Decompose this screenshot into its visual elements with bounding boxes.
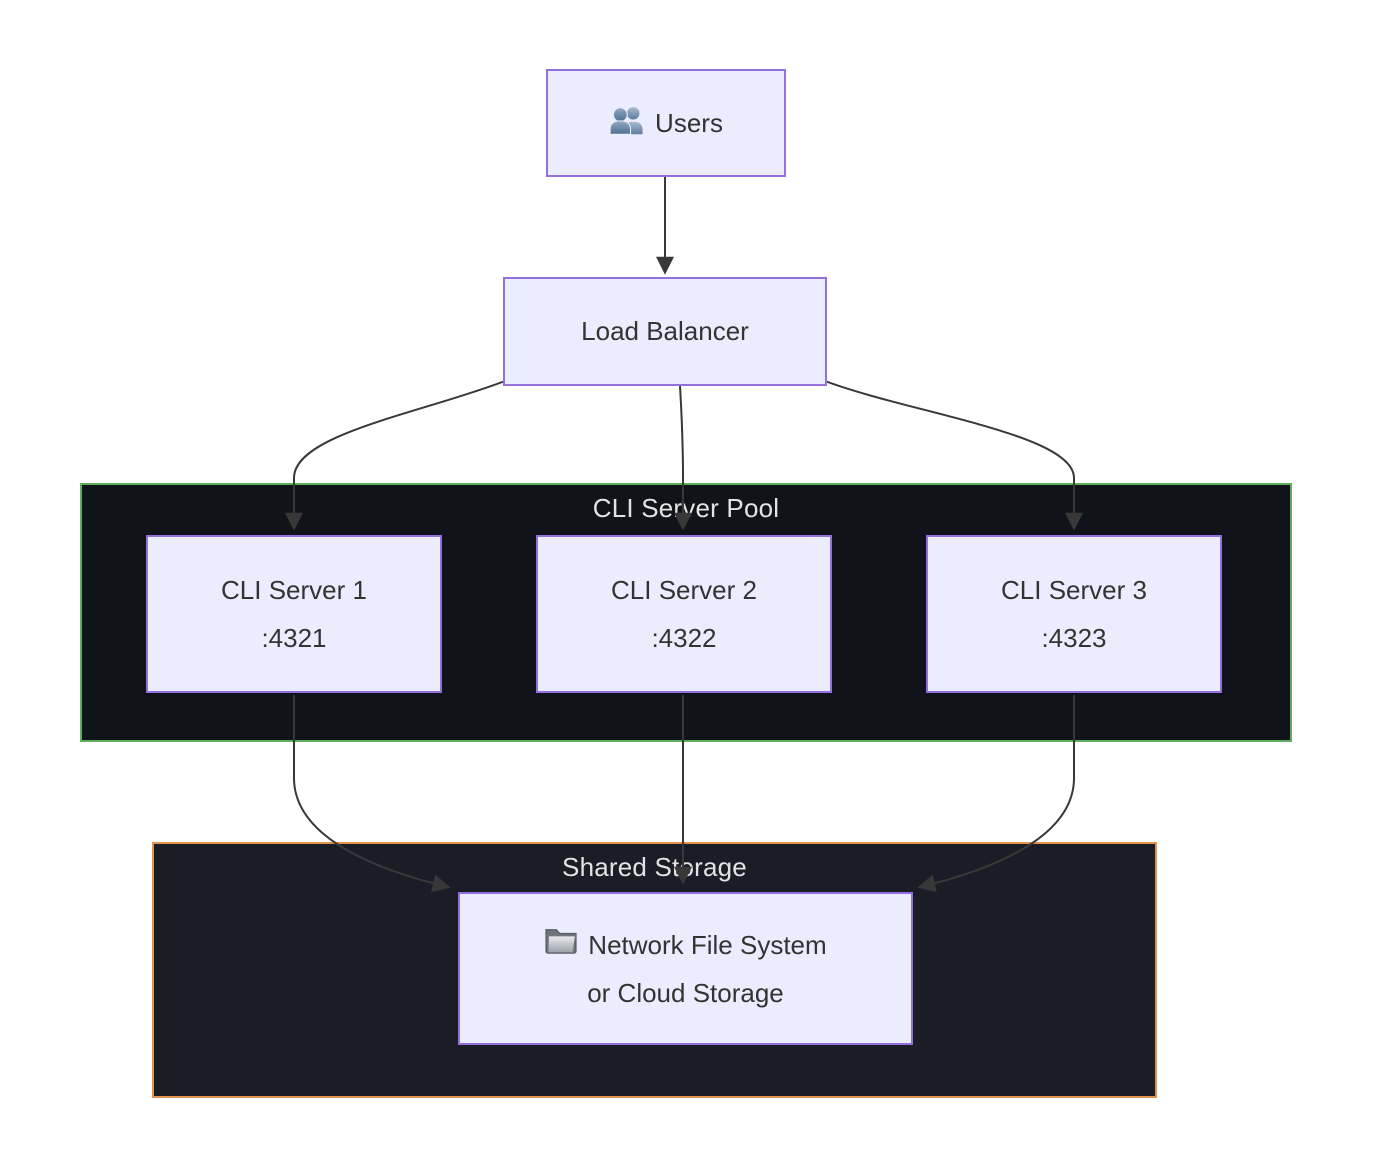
node-cli-server-3-port: :4323 [1041, 623, 1107, 653]
node-cli-server-1: CLI Server 1 :4321 [146, 535, 442, 693]
node-network-file-system-line2: or Cloud Storage [587, 977, 784, 1008]
node-cli-server-3: CLI Server 3 :4323 [926, 535, 1222, 693]
node-load-balancer-label: Load Balancer [581, 316, 749, 346]
node-cli-server-3-label: CLI Server 3 [1001, 575, 1147, 605]
node-cli-server-2-port: :4322 [651, 623, 717, 653]
folder-icon [544, 921, 578, 969]
cluster-shared-storage-title: Shared Storage [562, 852, 747, 882]
node-network-file-system-line1: Network File System [588, 929, 827, 960]
node-users-label: Users [655, 107, 723, 138]
node-network-file-system: Network File System or Cloud Storage [458, 892, 913, 1045]
node-cli-server-1-label: CLI Server 1 [221, 575, 367, 605]
node-cli-server-2-label: CLI Server 2 [611, 575, 757, 605]
cluster-cli-server-pool-title: CLI Server Pool [592, 493, 780, 523]
node-load-balancer: Load Balancer [503, 277, 827, 386]
node-users: Users [546, 69, 786, 177]
node-cli-server-2: CLI Server 2 :4322 [536, 535, 832, 693]
node-cli-server-1-port: :4321 [261, 623, 327, 653]
people-icon [609, 104, 645, 143]
